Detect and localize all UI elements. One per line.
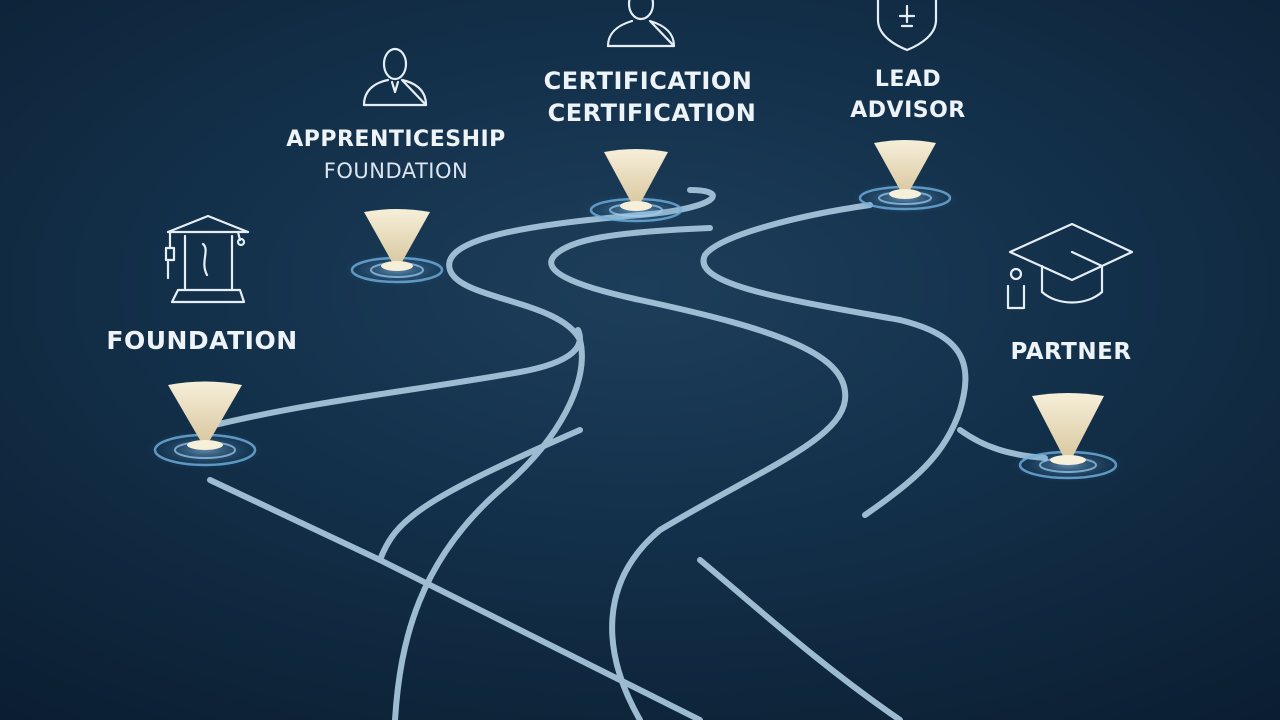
stage-sublabel-apprenticeship: FOUNDATION (323, 159, 469, 183)
academic-building-icon (164, 214, 250, 304)
marker-lead-advisor[interactable] (850, 140, 960, 214)
stage-label-lead: LEAD (874, 67, 942, 92)
marker-partner[interactable] (1010, 393, 1126, 483)
stage-sublabel-certification: CERTIFICATION (547, 99, 757, 127)
marker-certification[interactable] (581, 149, 691, 226)
stage-sublabel-advisor: ADVISOR (850, 98, 966, 123)
graduation-cap-icon (1006, 222, 1134, 310)
shield-icon (876, 0, 938, 52)
path-segment (207, 477, 703, 720)
stage-label-foundation: FOUNDATION (106, 326, 298, 355)
path-segment (377, 427, 583, 563)
stage-label-partner: PARTNER (1010, 339, 1132, 365)
path-segment (697, 557, 903, 720)
person-icon (606, 0, 676, 48)
path-segment (700, 202, 969, 518)
stage-label-certification: CERTIFICATION (543, 67, 753, 95)
path-segment (548, 225, 849, 720)
path-segment (212, 327, 583, 428)
person-icon (362, 47, 428, 107)
stage-label-apprenticeship: APPRENTICESHIP (286, 127, 506, 152)
marker-apprenticeship[interactable] (342, 209, 452, 287)
marker-foundation[interactable] (145, 381, 265, 471)
